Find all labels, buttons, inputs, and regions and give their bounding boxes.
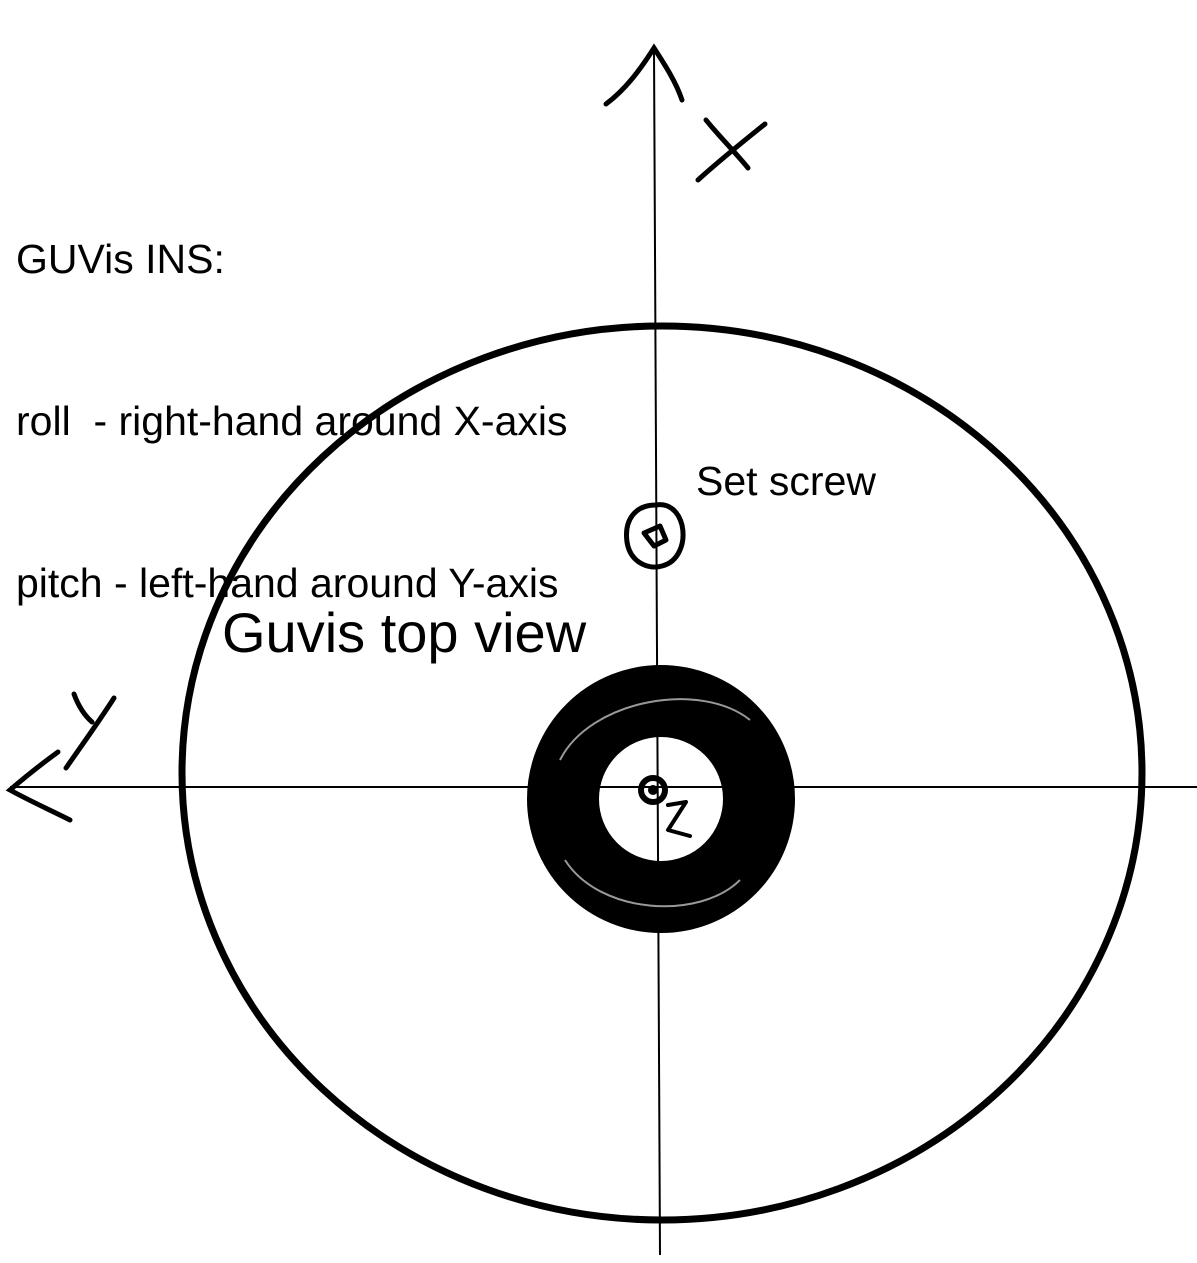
z-axis-letter-drawing: [666, 800, 692, 838]
center-mount-ring-sketch: [559, 698, 751, 908]
top-view-label: Guvis top view: [222, 601, 587, 664]
set-screw-symbol: [624, 502, 686, 570]
z-axis-dot-center: [648, 785, 658, 795]
y-axis-arrowhead: [5, 749, 73, 823]
note-pitch: pitch - left-hand around Y-axis: [16, 560, 559, 606]
set-screw-label: Set screw: [696, 458, 876, 504]
note-title: GUVis INS:: [16, 236, 225, 282]
y-axis-letter-drawing: [63, 691, 117, 771]
note-roll: roll - right-hand around X-axis: [16, 398, 568, 444]
x-axis-letter-drawing: [695, 117, 768, 183]
outer-housing-circle: [178, 322, 1146, 1224]
x-axis-arrowhead: [603, 43, 685, 107]
z-axis-dot: [638, 775, 668, 805]
x-axis-line: [653, 49, 661, 1256]
ins-convention-note: GUVis INS: roll - right-hand around X-ax…: [16, 124, 567, 664]
